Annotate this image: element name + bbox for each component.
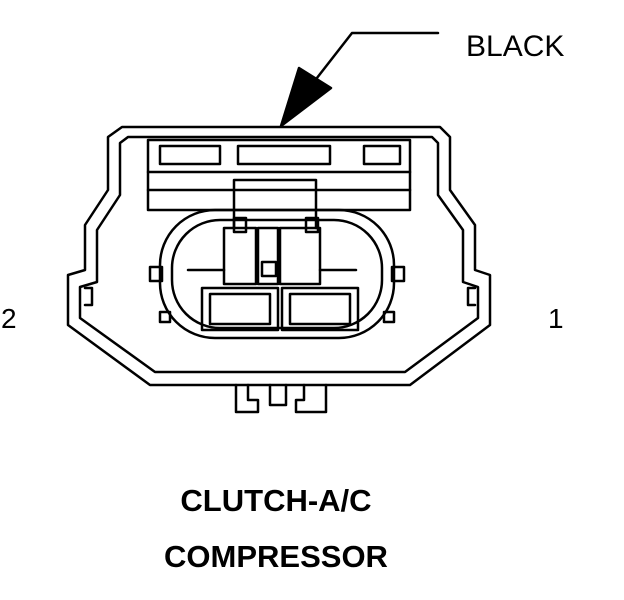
mount-foot-left: [234, 383, 260, 414]
terminal-pocket-1-inner: [288, 292, 352, 326]
latch-bar-outer: [146, 138, 412, 212]
latch-slot-center: [236, 144, 332, 166]
lock-tab-left: [83, 286, 94, 307]
component-title-line-1: CLUTCH-A/C: [180, 483, 372, 518]
terminal-pocket-2-inner: [208, 292, 272, 326]
terminal-pocket-2-outer: [200, 286, 280, 332]
callout-label-black: BLACK: [466, 30, 565, 63]
terminal-blade-left: [222, 226, 258, 286]
cavity-key-left-lower: [158, 310, 172, 324]
callout-arrowhead: [279, 66, 333, 128]
latch-slot-left: [158, 144, 222, 166]
callout-leader-line: [304, 31, 440, 94]
pin-label-right: 1: [548, 303, 564, 334]
lock-bridge: [232, 178, 318, 230]
cavity-key-right-upper: [390, 265, 406, 283]
connector-housing-inner: [78, 135, 480, 374]
terminal-pocket-1-outer: [280, 286, 360, 332]
terminal-blade-right: [278, 226, 322, 286]
component-title-line-2: COMPRESSOR: [164, 539, 388, 574]
lock-tab-right: [466, 286, 477, 307]
latch-slot-right: [362, 144, 402, 166]
lock-bridge-post-left: [232, 216, 248, 234]
terminal-blade-center: [256, 226, 280, 286]
pin-label-left: 2: [1, 303, 17, 334]
mount-foot-right: [294, 383, 328, 414]
mount-foot-center: [268, 383, 288, 407]
blade-divider: [260, 260, 278, 278]
connector-housing-outer: [66, 125, 492, 387]
cavity-key-right-lower: [382, 310, 396, 324]
terminal-cavity-outer: [158, 208, 396, 340]
lock-bridge-post-right: [304, 216, 320, 234]
cavity-key-left-upper: [148, 265, 164, 283]
